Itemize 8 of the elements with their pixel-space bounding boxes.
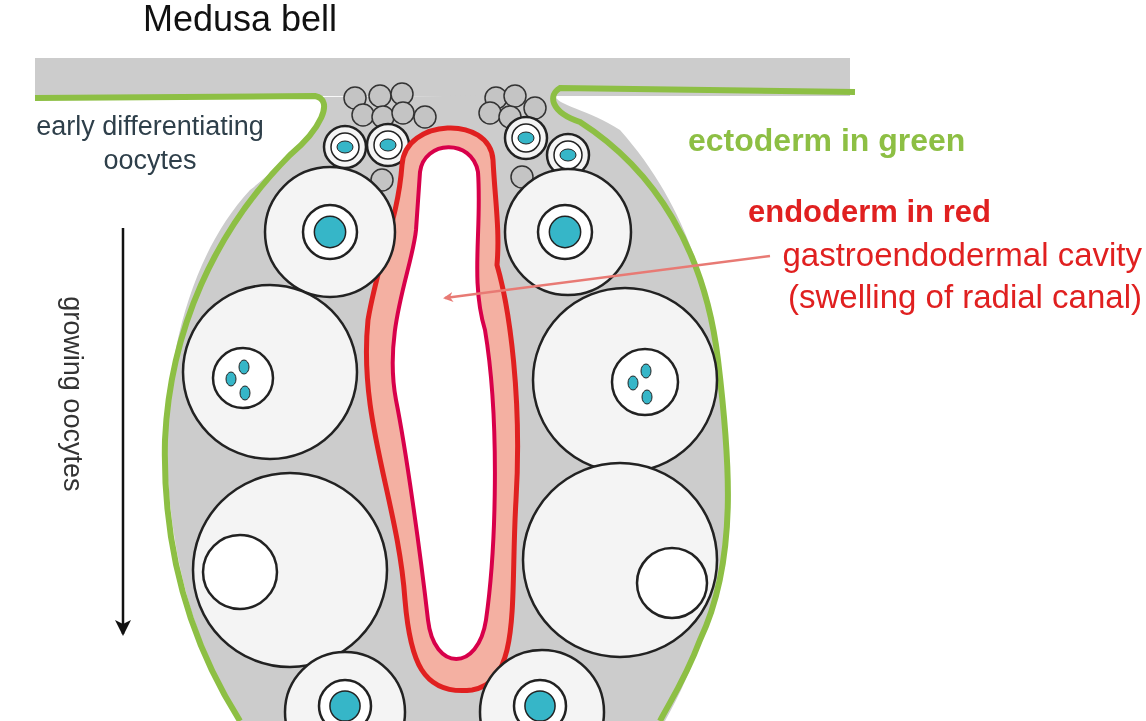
cavity: [390, 145, 497, 661]
callout-text: gastroendodermal cavity (swelling of radial canal): [774, 234, 1142, 318]
annotation-label: endoderm in red: [748, 193, 991, 231]
title: Medusa bell: [143, 0, 338, 40]
leader-line: [443, 254, 771, 302]
annotation-label: early differentiating oocytes: [35, 110, 265, 177]
axis-label: growing oocytes: [57, 296, 90, 492]
annotation-label: ectoderm in green: [688, 121, 966, 160]
